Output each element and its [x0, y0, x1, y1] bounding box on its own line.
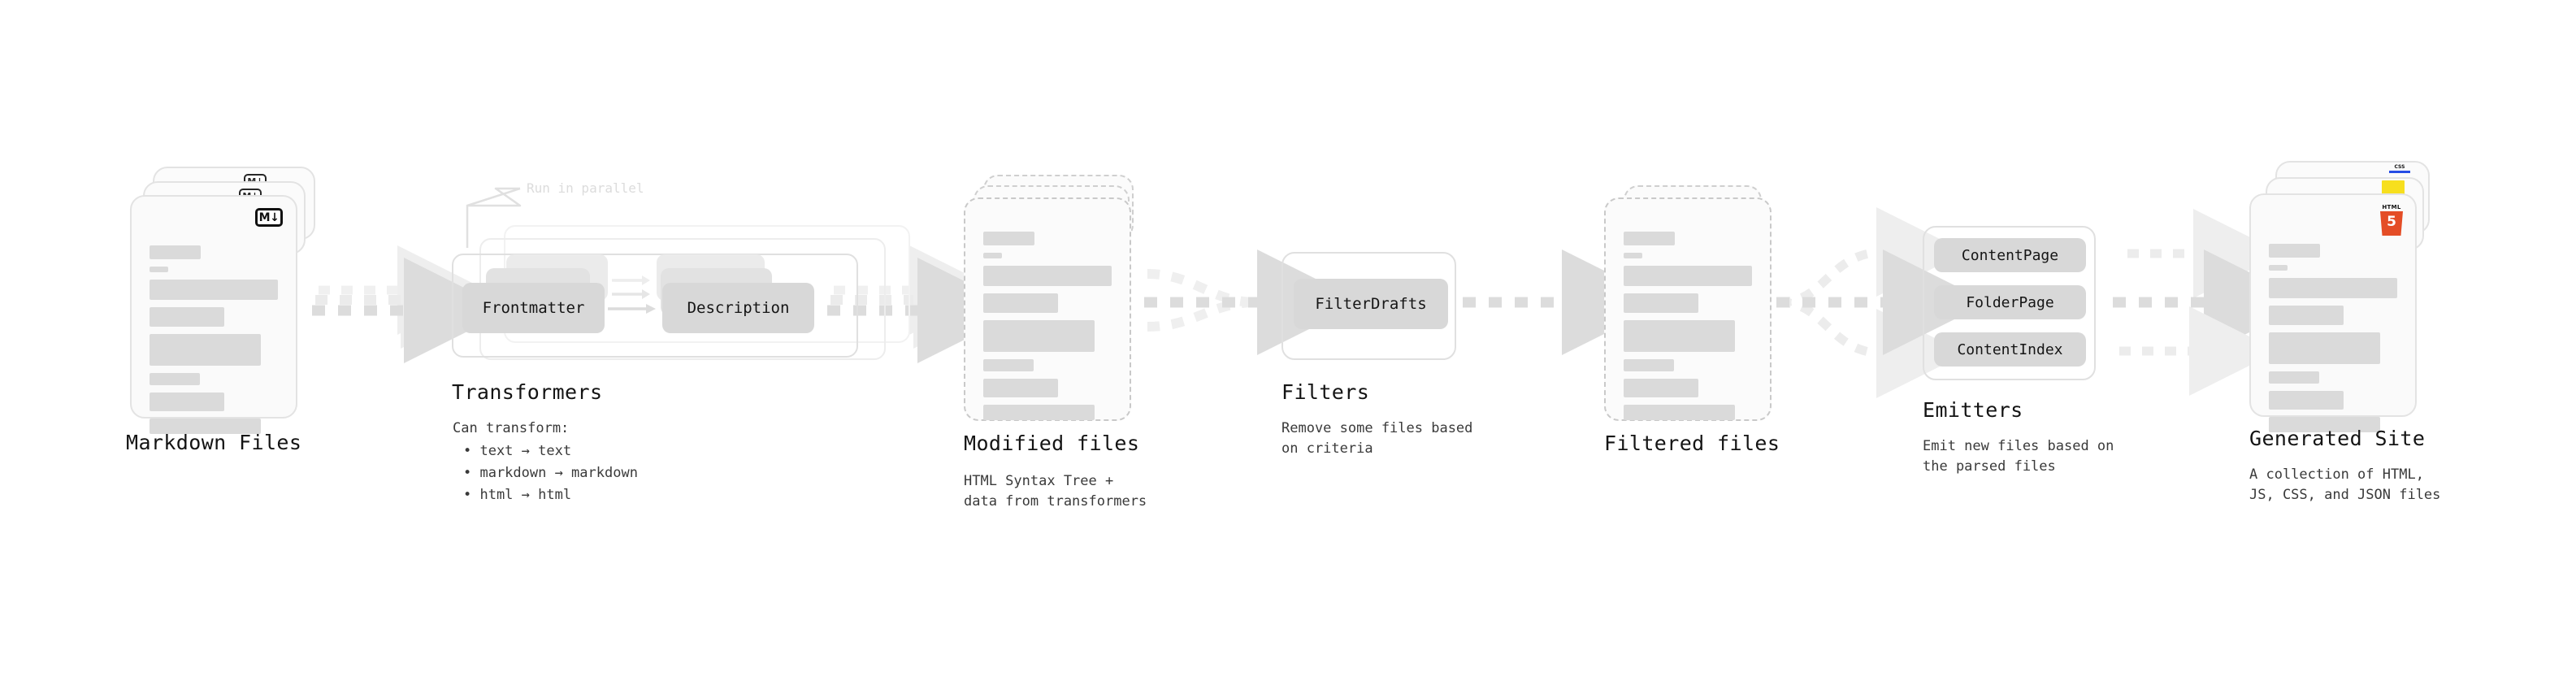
skeleton-bar: [1624, 253, 1642, 258]
markdown-card-skeleton: [150, 221, 278, 441]
skeleton-bar: [2269, 371, 2319, 384]
markdown-badge: M↓: [255, 208, 283, 227]
skeleton-bar: [2269, 244, 2320, 258]
skeleton-bar: [150, 280, 278, 300]
markdown-file-card: M↓: [130, 195, 297, 434]
run-in-parallel-label: Run in parallel: [527, 180, 644, 196]
emitter-chip-contentindex[interactable]: ContentIndex: [1934, 332, 2086, 367]
filters-subtitle: Remove some files based on criteria: [1281, 420, 1473, 457]
skeleton-bar: [150, 334, 262, 366]
css-badge: CSS: [2389, 165, 2410, 176]
transformers-subtitle: Can transform:: [453, 420, 570, 436]
html5-shield-icon: [2380, 211, 2403, 236]
generated-site-subtitle: A collection of HTML, JS, CSS, and JSON …: [2249, 466, 2441, 503]
skeleton-bar: [150, 307, 224, 327]
skeleton-bar: [1624, 359, 1674, 371]
skeleton-bar: [150, 245, 201, 259]
css-badge-label: CSS: [2394, 164, 2405, 170]
skeleton-bar: [1624, 266, 1752, 286]
css-badge-underline: [2389, 171, 2410, 173]
skeleton-bar: [150, 419, 262, 434]
skeleton-bar: [983, 320, 1095, 352]
generated-site-card: HTML: [2249, 193, 2417, 432]
site-card-skeleton: [2269, 219, 2397, 440]
transformers-bullet-1: • markdown → markdown: [463, 465, 638, 481]
skeleton-bar: [983, 266, 1112, 286]
modified-files-subtitle: HTML Syntax Tree + data from transformer…: [964, 473, 1147, 510]
html5-badge-label: HTML: [2382, 204, 2401, 210]
emitter-chip-contentpage[interactable]: ContentPage: [1934, 238, 2086, 272]
skeleton-bar: [2269, 417, 2381, 432]
modified-card-skeleton: [983, 223, 1112, 427]
arrow-markdown-to-transformers: [312, 245, 510, 363]
skeleton-bar: [983, 253, 1002, 258]
arrow-filtered-to-emitters: [1776, 207, 1988, 398]
transformer-chip-description[interactable]: Description: [662, 283, 814, 333]
emitter-chip-folderpage[interactable]: FolderPage: [1934, 285, 2086, 319]
skeleton-bar: [150, 393, 224, 411]
skeleton-bar: [1624, 405, 1736, 420]
filtered-file-card: [1604, 197, 1772, 421]
skeleton-bar: [2269, 265, 2288, 271]
filtered-card-skeleton: [1624, 223, 1752, 427]
skeleton-bar: [150, 373, 200, 385]
modified-files-title: Modified files: [964, 432, 1140, 455]
filter-chip-filterdrafts[interactable]: FilterDrafts: [1294, 279, 1448, 329]
skeleton-bar: [2269, 332, 2381, 364]
filters-group-box: [1281, 252, 1456, 360]
arrow-emitters-to-site: [2113, 209, 2309, 396]
emitters-subtitle: Emit new files based on the parsed files: [1923, 438, 2114, 475]
filtered-files-title: Filtered files: [1604, 432, 1780, 455]
transformer-chip-frontmatter[interactable]: Frontmatter: [462, 283, 605, 333]
emitters-title: Emitters: [1923, 398, 2023, 422]
filters-title: Filters: [1281, 380, 1370, 404]
skeleton-bar: [150, 267, 168, 272]
skeleton-bar: [983, 405, 1095, 420]
transformers-group-front: [452, 254, 858, 358]
arrow-modified-to-filters: [1144, 249, 1363, 355]
skeleton-bar: [983, 379, 1058, 397]
generated-site-title: Generated Site: [2249, 427, 2426, 450]
markdown-files-title: Markdown Files: [126, 431, 302, 454]
skeleton-bar: [2269, 306, 2344, 325]
html5-badge: HTML: [2379, 205, 2404, 236]
skeleton-bar: [983, 359, 1034, 371]
modified-file-card: [964, 197, 1131, 421]
skeleton-bar: [1624, 320, 1736, 352]
skeleton-bar: [1624, 232, 1675, 245]
transformers-bullet-2: • html → html: [463, 487, 572, 503]
skeleton-bar: [983, 232, 1034, 245]
skeleton-bar: [2269, 278, 2397, 298]
transformers-title: Transformers: [452, 380, 603, 404]
skeleton-bar: [1624, 293, 1698, 313]
transformers-bullet-0: • text → text: [463, 443, 572, 459]
js-badge: [2382, 180, 2405, 195]
skeleton-bar: [2269, 391, 2344, 410]
emitters-group-box: [1923, 226, 2096, 380]
skeleton-bar: [1624, 379, 1698, 397]
skeleton-bar: [983, 293, 1058, 313]
